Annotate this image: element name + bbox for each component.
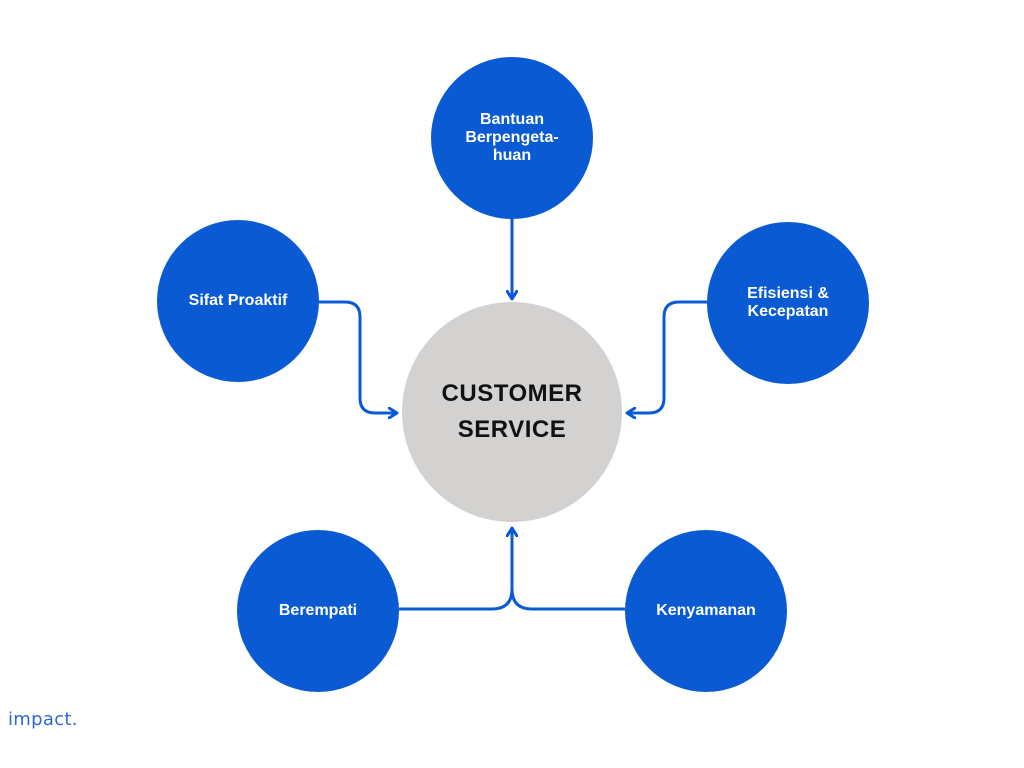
node-kenyamanan: Kenyamanan	[625, 530, 787, 692]
node-label: Berempati	[278, 602, 358, 619]
node-sifat-proaktif: Sifat Proaktif	[157, 220, 319, 382]
impact-logo: impact.	[8, 709, 78, 730]
node-berempati: Berempati	[237, 530, 399, 692]
node-label: Efisiensi & Kecepatan	[747, 285, 829, 320]
node-label: Bantuan Berpengeta- huan	[465, 111, 559, 164]
node-label: Sifat Proaktif	[188, 292, 288, 309]
connector-bottom-left-to-center	[399, 528, 512, 611]
connector-right-to-center	[627, 300, 707, 413]
center-label: CUSTOMER SERVICE	[441, 380, 583, 443]
connector-bottom-right-to-center	[510, 588, 625, 611]
node-bantuan-berpengetahuan: Bantuan Berpengeta- huan	[431, 57, 593, 219]
node-efisiensi-kecepatan: Efisiensi & Kecepatan	[707, 222, 869, 384]
center-node-customer-service: CUSTOMER SERVICE	[402, 302, 622, 522]
node-label: Kenyamanan	[656, 602, 756, 619]
connector-left-to-center	[319, 300, 397, 413]
